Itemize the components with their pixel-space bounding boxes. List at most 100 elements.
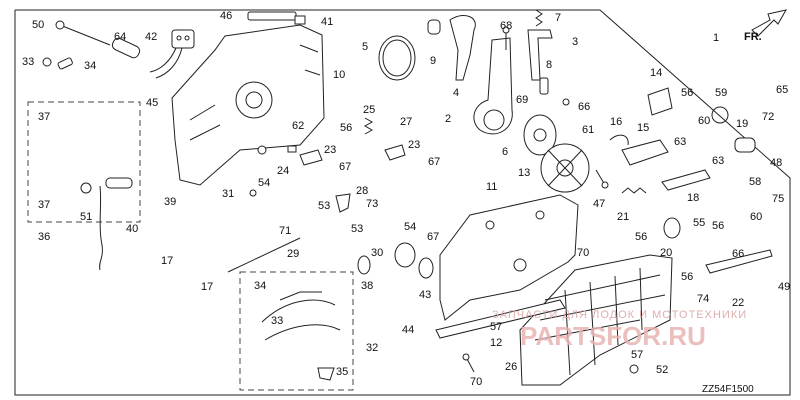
label-7: 7 (555, 12, 561, 24)
part-40-wire (99, 185, 103, 271)
label-18: 18 (687, 192, 699, 204)
label-54a: 54 (258, 177, 270, 189)
watermark: ЗАПЧАСТИ ДЛЯ ЛОДОК И МОТОТЕХНИКИ PARTSFO… (492, 309, 746, 351)
part-7-spring (535, 9, 543, 27)
watermark-main: PARTSFOR.RU (520, 321, 706, 351)
label-37b: 37 (38, 199, 50, 211)
part-22-rod (705, 249, 773, 274)
label-52: 52 (656, 364, 668, 376)
label-9: 9 (430, 55, 436, 67)
label-6: 6 (502, 146, 508, 158)
label-43: 43 (419, 289, 431, 301)
part-4-lever (449, 15, 476, 81)
part-19-cap (734, 137, 756, 153)
part-41-clip (294, 15, 306, 25)
label-28: 28 (356, 185, 368, 197)
part-9-knob (427, 19, 441, 35)
label-38: 38 (361, 280, 373, 292)
label-2: 2 (445, 113, 451, 125)
label-71: 71 (279, 225, 291, 237)
label-57b: 57 (631, 349, 643, 361)
frame-outline (14, 9, 791, 396)
part-42-connector (149, 29, 195, 79)
part-18-lever (661, 169, 711, 191)
part-12-bar (435, 299, 566, 339)
label-65: 65 (776, 84, 788, 96)
label-10: 10 (333, 69, 345, 81)
label-50: 50 (32, 19, 44, 31)
diagram-code: ZZ54F1500 (702, 384, 754, 395)
label-63a: 63 (674, 136, 686, 148)
label-36: 36 (38, 231, 50, 243)
orientation-label: FR. (744, 31, 762, 43)
label-67a: 67 (339, 161, 351, 173)
label-56c: 56 (635, 231, 647, 243)
label-17b: 17 (201, 281, 213, 293)
part-30-fitting (394, 242, 416, 268)
part-8-link (539, 77, 549, 95)
label-57a: 57 (490, 321, 502, 333)
label-1: 1 (713, 32, 719, 44)
label-19: 19 (736, 118, 748, 130)
label-26: 26 (505, 361, 517, 373)
label-39: 39 (164, 196, 176, 208)
label-37a: 37 (38, 111, 50, 123)
part-10-housing (171, 24, 325, 186)
part-20-fitting (663, 217, 681, 239)
label-34a: 34 (84, 60, 96, 72)
part-13-gear (540, 143, 590, 193)
label-44: 44 (402, 324, 414, 336)
part-70-bolt (462, 353, 475, 373)
label-68: 68 (500, 20, 512, 32)
label-3: 3 (572, 36, 578, 48)
label-34b: 34 (254, 280, 266, 292)
label-66b: 66 (732, 248, 744, 260)
label-53b: 53 (351, 223, 363, 235)
part-47-bolt (595, 169, 609, 189)
label-20: 20 (660, 247, 672, 259)
part-32-harness (261, 291, 341, 341)
label-49: 49 (778, 281, 790, 293)
part-6-plate (523, 114, 557, 156)
part-62-pin (287, 145, 297, 153)
label-45: 45 (146, 97, 158, 109)
part-39-sensor (105, 177, 133, 189)
label-56b: 56 (340, 122, 352, 134)
part-33-screw (42, 57, 52, 67)
group-box-32 (239, 271, 354, 391)
label-33a: 33 (22, 56, 34, 68)
part-46-plate (247, 11, 297, 21)
label-56e: 56 (681, 271, 693, 283)
label-51: 51 (80, 211, 92, 223)
part-29-rod (227, 237, 301, 273)
label-48: 48 (770, 157, 782, 169)
label-72: 72 (762, 111, 774, 123)
part-26-grid-panel (519, 254, 673, 386)
label-60b: 60 (750, 211, 762, 223)
part-59-washer (711, 106, 729, 124)
group-box-36-37 (27, 101, 141, 223)
label-33b: 33 (271, 315, 283, 327)
label-66a: 66 (578, 101, 590, 113)
label-59: 59 (715, 87, 727, 99)
part-52-nut (629, 364, 639, 374)
part-25-spring (363, 117, 374, 135)
label-61: 61 (582, 124, 594, 136)
part-15-bracket (621, 139, 669, 166)
label-30: 30 (371, 247, 383, 259)
label-70a: 70 (577, 247, 589, 259)
label-40: 40 (126, 223, 138, 235)
label-11: 11 (486, 181, 497, 193)
part-21-spring (621, 187, 647, 194)
label-70b: 70 (470, 376, 482, 388)
part-38-ring (357, 255, 371, 275)
part-23-clip-a (299, 149, 323, 166)
part-64-sleeve (111, 37, 141, 59)
part-50-rod (55, 20, 111, 46)
label-4: 4 (453, 87, 459, 99)
part-11-panel (439, 194, 579, 321)
label-46: 46 (220, 10, 232, 22)
label-12: 12 (490, 337, 502, 349)
part-66-screw (562, 98, 570, 106)
label-16: 16 (610, 116, 622, 128)
